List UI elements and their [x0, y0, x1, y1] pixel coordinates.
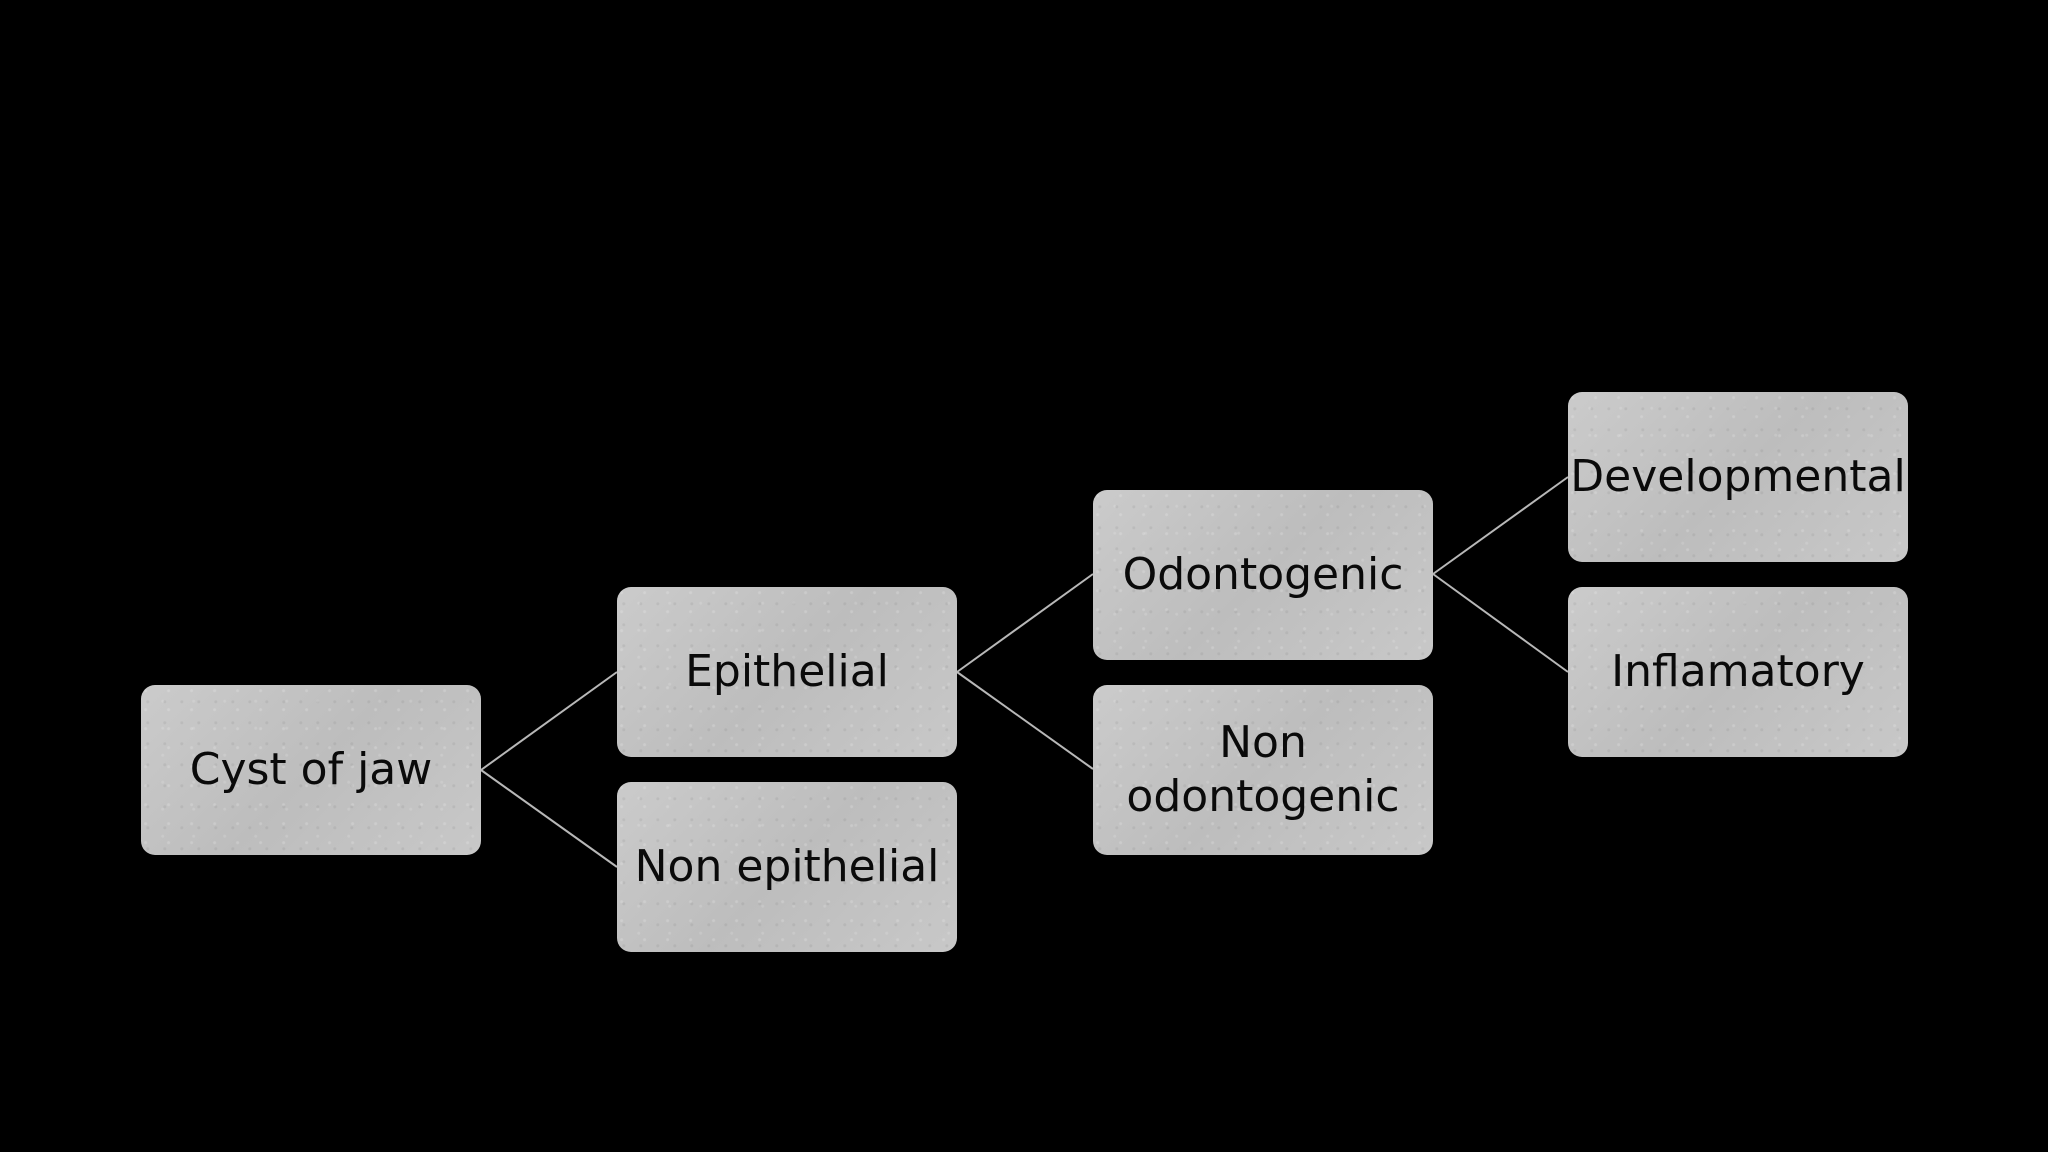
node-cyst-of-jaw: Cyst of jaw	[141, 685, 481, 855]
node-label: Non odontogenic	[1126, 717, 1400, 822]
connector-root-epithelial	[480, 671, 618, 771]
node-label: Odontogenic	[1122, 549, 1404, 601]
node-label: Non epithelial	[634, 841, 940, 893]
node-epithelial: Epithelial	[617, 587, 957, 757]
connector-epithelial-non-odontogenic	[956, 671, 1094, 770]
connector-root-non-epithelial	[480, 769, 618, 868]
node-label: Inflamatory	[1611, 646, 1865, 698]
node-odontogenic: Odontogenic	[1093, 490, 1433, 660]
node-label: Developmental	[1570, 451, 1906, 503]
node-developmental: Developmental	[1568, 392, 1908, 562]
node-label: Epithelial	[685, 646, 889, 698]
connector-odontogenic-developmental	[1432, 476, 1569, 575]
node-inflamatory: Inflamatory	[1568, 587, 1908, 757]
connector-epithelial-odontogenic	[956, 573, 1094, 673]
node-non-epithelial: Non epithelial	[617, 782, 957, 952]
node-non-odontogenic: Non odontogenic	[1093, 685, 1433, 855]
connector-odontogenic-inflamatory	[1432, 573, 1569, 673]
node-label: Cyst of jaw	[189, 744, 433, 796]
